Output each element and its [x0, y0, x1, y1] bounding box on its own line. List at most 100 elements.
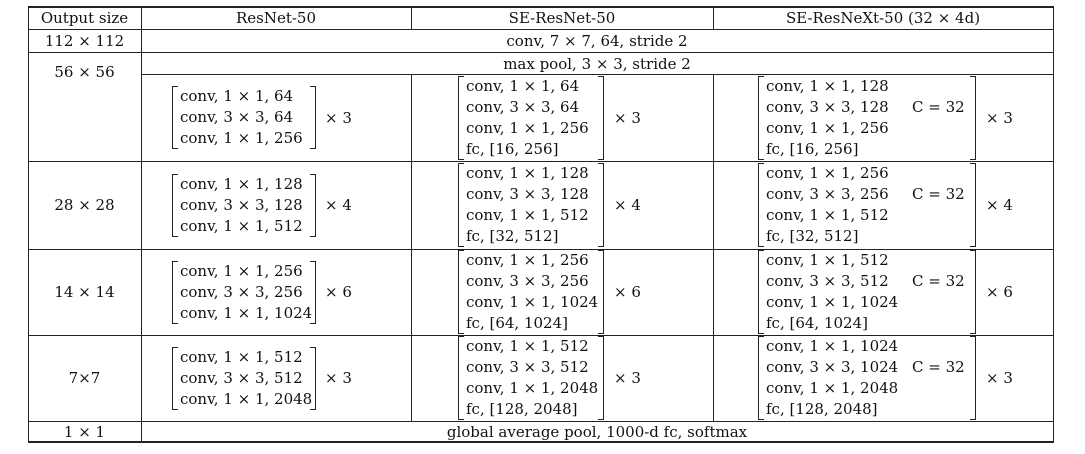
right-bracket: [598, 75, 604, 160]
layer-spec: fc, [16, 256]: [766, 139, 859, 158]
layer-spec: conv, 3 × 3, 256: [766, 185, 889, 203]
right-bracket: [970, 336, 976, 420]
cardinality: C = 32: [912, 185, 965, 203]
repeat-count: × 3: [986, 108, 1013, 127]
cardinality: C = 32: [912, 97, 965, 116]
right-bracket: [598, 163, 604, 247]
header-output-size: Output size: [40, 9, 129, 27]
layer-spec: fc, [32, 512]: [766, 227, 859, 245]
right-bracket: [970, 250, 976, 334]
layer-spec: fc, [64, 1024]: [466, 314, 568, 332]
pool-output-size: 56 × 56: [54, 63, 115, 81]
layer-spec: conv, 1 × 1, 1024: [180, 303, 313, 322]
stage-output-size: 14 × 14: [54, 283, 115, 301]
right-bracket: [310, 86, 316, 149]
stem-conv: conv, 7 × 7, 64, stride 2: [506, 32, 688, 50]
stem-output-size: 112 × 112: [44, 32, 125, 50]
layer-spec: conv, 3 × 3, 128: [766, 97, 889, 116]
cardinality: C = 32: [912, 272, 965, 290]
layer-spec: conv, 1 × 1, 1024: [466, 293, 599, 311]
layer-spec: conv, 1 × 1, 512: [766, 206, 889, 224]
architecture-table: Output size ResNet-50 SE-ResNet-50 SE-Re…: [28, 6, 1054, 443]
layer-spec: conv, 3 × 3, 128: [180, 195, 303, 214]
layer-spec: conv, 1 × 1, 64: [180, 87, 294, 105]
global-average-pool: global average pool, 1000-d fc, softmax: [446, 422, 748, 441]
right-bracket: [598, 250, 604, 334]
table-top-rule: [28, 6, 1054, 8]
layer-spec: conv, 1 × 1, 512: [180, 216, 303, 235]
repeat-count: × 4: [614, 196, 641, 214]
layer-spec: conv, 3 × 3, 64: [180, 108, 294, 126]
layer-spec: conv, 1 × 1, 256: [766, 118, 889, 137]
row-rule: [28, 421, 1054, 422]
final-output-size: 1 × 1: [63, 422, 106, 441]
repeat-count: × 3: [614, 108, 641, 127]
max-pool: max pool, 3 × 3, stride 2: [503, 54, 691, 73]
repeat-count: × 6: [325, 283, 352, 301]
left-bracket: [458, 75, 464, 160]
right-bracket: [310, 346, 316, 410]
stage-output-size: 7×7: [68, 369, 101, 387]
col-rule: [713, 6, 714, 29]
repeat-count: × 3: [986, 369, 1013, 387]
left-bracket: [458, 163, 464, 247]
header-rule: [28, 29, 1054, 30]
layer-spec: conv, 3 × 3, 512: [466, 358, 589, 376]
left-bracket: [758, 336, 764, 420]
layer-spec: conv, 3 × 3, 1024: [766, 358, 899, 376]
col-rule: [141, 6, 142, 442]
right-bracket: [310, 173, 316, 237]
layer-spec: fc, [16, 256]: [466, 139, 559, 158]
layer-spec: conv, 1 × 1, 512: [466, 206, 589, 224]
header-resnet50: ResNet-50: [235, 9, 317, 27]
stage-output-size: 28 × 28: [54, 196, 115, 214]
row-rule: [28, 335, 1054, 336]
cardinality: C = 32: [912, 358, 965, 376]
layer-spec: conv, 1 × 1, 512: [466, 337, 589, 355]
layer-spec: conv, 3 × 3, 512: [766, 272, 889, 290]
layer-spec: fc, [32, 512]: [466, 227, 559, 245]
left-bracket: [458, 336, 464, 420]
layer-spec: fc, [128, 2048]: [466, 400, 578, 418]
table-left-border: [28, 6, 29, 442]
layer-spec: conv, 1 × 1, 128: [466, 164, 589, 182]
right-bracket: [310, 260, 316, 324]
layer-spec: conv, 1 × 1, 256: [180, 129, 303, 147]
layer-spec: conv, 1 × 1, 512: [766, 251, 889, 269]
layer-spec: conv, 1 × 1, 256: [766, 164, 889, 182]
table-right-border: [1053, 6, 1054, 442]
layer-spec: conv, 1 × 1, 128: [766, 76, 889, 95]
repeat-count: × 4: [986, 196, 1013, 214]
layer-spec: conv, 1 × 1, 2048: [466, 379, 599, 397]
table-bottom-rule: [28, 441, 1054, 443]
header-se-resnext50: SE-ResNeXt-50 (32 × 4d): [785, 9, 981, 27]
layer-spec: conv, 3 × 3, 256: [180, 282, 303, 301]
layer-spec: conv, 1 × 1, 64: [466, 76, 580, 95]
col-rule: [411, 74, 412, 421]
left-bracket: [758, 163, 764, 247]
repeat-count: × 3: [325, 369, 352, 387]
header-se-resnet50: SE-ResNet-50: [508, 9, 616, 27]
layer-spec: conv, 1 × 1, 256: [466, 118, 589, 137]
row-rule: [28, 52, 1054, 53]
layer-spec: conv, 3 × 3, 512: [180, 368, 303, 387]
repeat-count: × 6: [614, 283, 641, 301]
left-bracket: [172, 173, 178, 237]
left-bracket: [172, 346, 178, 410]
col-rule: [411, 6, 412, 29]
left-bracket: [758, 75, 764, 160]
right-bracket: [598, 336, 604, 420]
repeat-count: × 3: [325, 108, 352, 127]
repeat-count: × 3: [614, 369, 641, 387]
layer-spec: fc, [64, 1024]: [766, 314, 868, 332]
right-bracket: [970, 75, 976, 160]
left-bracket: [458, 250, 464, 334]
repeat-count: × 6: [986, 283, 1013, 301]
layer-spec: conv, 1 × 1, 512: [180, 347, 303, 366]
repeat-count: × 4: [325, 196, 352, 214]
layer-spec: conv, 1 × 1, 256: [466, 251, 589, 269]
layer-spec: conv, 3 × 3, 128: [466, 185, 589, 203]
layer-spec: conv, 1 × 1, 128: [180, 174, 303, 193]
row-rule: [28, 249, 1054, 250]
left-bracket: [172, 260, 178, 324]
